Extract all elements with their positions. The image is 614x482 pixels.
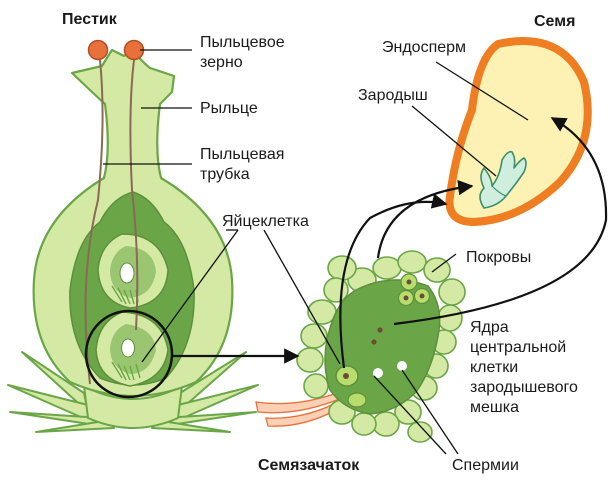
label-pollen-line2: зерно <box>200 54 243 71</box>
label-nuclei-line5: мешка <box>470 399 519 416</box>
seed-coat <box>450 41 588 222</box>
ovule-magnified <box>256 251 465 442</box>
label-nuclei-line3: клетки <box>470 359 518 376</box>
label-nuclei-line4: зародышевого <box>470 379 578 396</box>
label-pollen-line1: Пыльцевое <box>200 34 285 51</box>
title-ovule: Семязачаток <box>258 457 360 474</box>
label-tube-line1: Пыльцевая <box>200 146 284 163</box>
label-egg-cell: Яйцеклетка <box>222 213 309 230</box>
title-seed: Семя <box>534 13 575 30</box>
label-nuclei-line1: Ядра <box>470 319 509 336</box>
sperm-cell <box>397 361 407 371</box>
label-sperms: Спермии <box>452 457 519 474</box>
seed <box>450 41 588 222</box>
title-pistil: Пестик <box>62 11 118 28</box>
label-endosperm: Эндосперм <box>382 39 466 56</box>
label-tube-line2: трубка <box>200 166 250 183</box>
label-stigma: Рыльце <box>200 100 258 117</box>
pollen-grain-icon <box>89 41 108 60</box>
label-integuments: Покровы <box>466 249 531 266</box>
central-nucleus <box>377 327 382 332</box>
label-embryo: Зародыш <box>358 87 428 104</box>
label-nuclei-line2: центральной <box>470 339 566 356</box>
central-nucleus <box>371 339 376 344</box>
